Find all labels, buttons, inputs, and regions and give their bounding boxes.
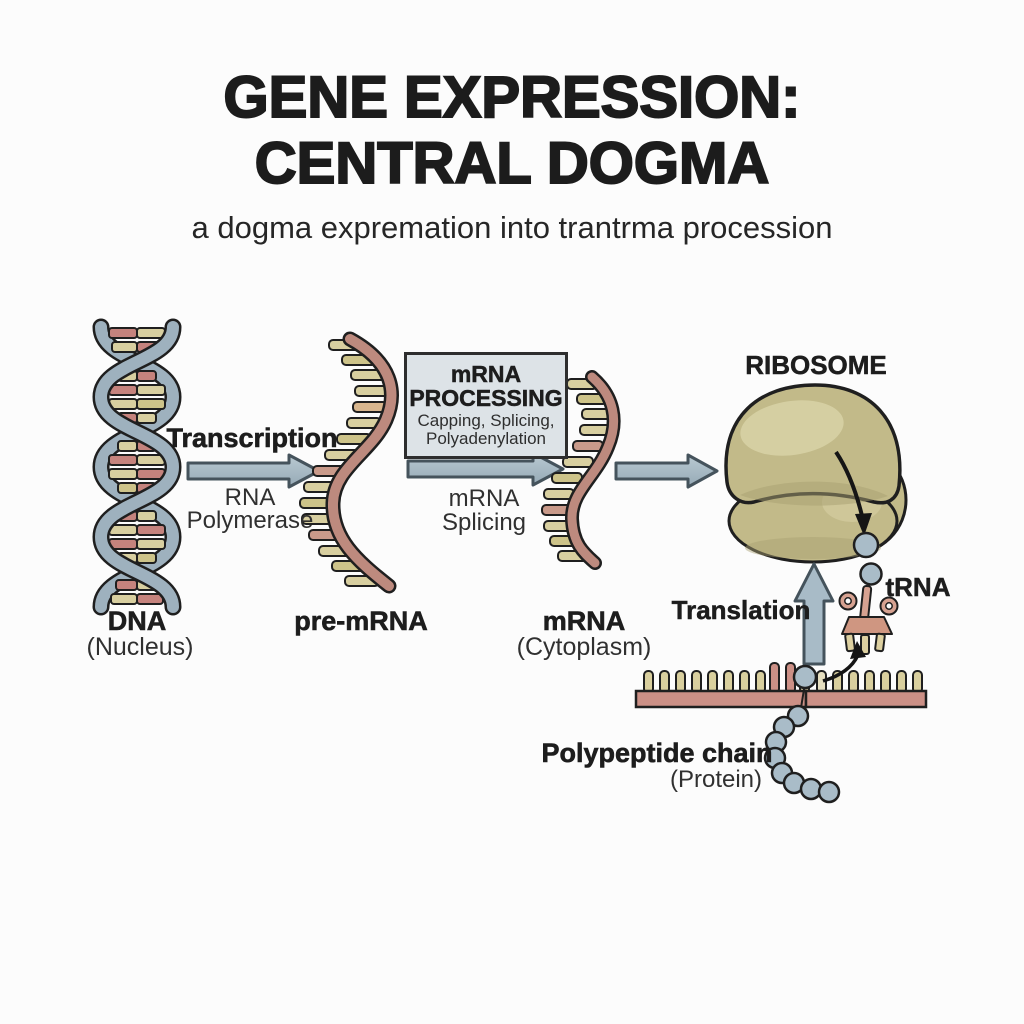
mrna-splicing-label-line2: Splicing <box>441 509 527 536</box>
dna-helix-illustration <box>92 318 182 616</box>
transcription-label: Transcription <box>166 423 338 454</box>
transcription-arrow <box>186 453 321 489</box>
trna-illustration <box>838 562 899 655</box>
ribosome-label: RIBOSOME <box>745 350 887 381</box>
page-subtitle: a dogma expremation into trantrma proces… <box>191 210 833 245</box>
mrna-label: mRNA <box>542 606 626 637</box>
trna-label: tRNA <box>885 572 951 603</box>
translation-label: Translation <box>671 595 811 626</box>
processing-box-detail-line2: Polyadenylation <box>425 429 547 449</box>
processing-box-title-line1: mRNA <box>450 360 522 387</box>
amino-acid-circle <box>859 562 883 586</box>
dna-location-label: (Nucleus) <box>86 633 194 661</box>
mrna-processing-box: mRNA PROCESSING Capping, Splicing, Polya… <box>404 352 568 459</box>
processing-box-title-line2: PROCESSING <box>409 384 563 411</box>
polypeptide-chain-label: Polypeptide chain <box>541 738 773 769</box>
processing-box-detail-line1: Capping, Splicing, <box>417 410 555 430</box>
pre-mrna-illustration <box>299 331 399 594</box>
pre-mrna-label: pre-mRNA <box>294 606 428 637</box>
processing-arrow <box>406 451 565 487</box>
mrna-illustration <box>541 370 621 570</box>
translation-arrow <box>793 562 835 666</box>
polypeptide-chain-illustration <box>763 664 841 804</box>
rna-polymerase-label-line1: RNA <box>224 484 276 511</box>
ribosome-illustration <box>724 383 908 564</box>
dna-label: DNA <box>107 606 167 637</box>
page-title-line2: CENTRAL DOGMA <box>254 130 770 197</box>
rna-polymerase-label-line2: Polymerase <box>186 507 314 534</box>
page-title-line1: GENE EXPRESSION: <box>223 64 802 131</box>
protein-label: (Protein) <box>669 766 763 793</box>
amino-acid-circle <box>852 531 880 559</box>
mrna-splicing-label-line1: mRNA <box>448 485 520 512</box>
mrna-location-label: (Cytoplasm) <box>516 633 652 661</box>
to-ribosome-arrow <box>614 453 719 489</box>
translated-mrna-illustration <box>634 641 928 804</box>
